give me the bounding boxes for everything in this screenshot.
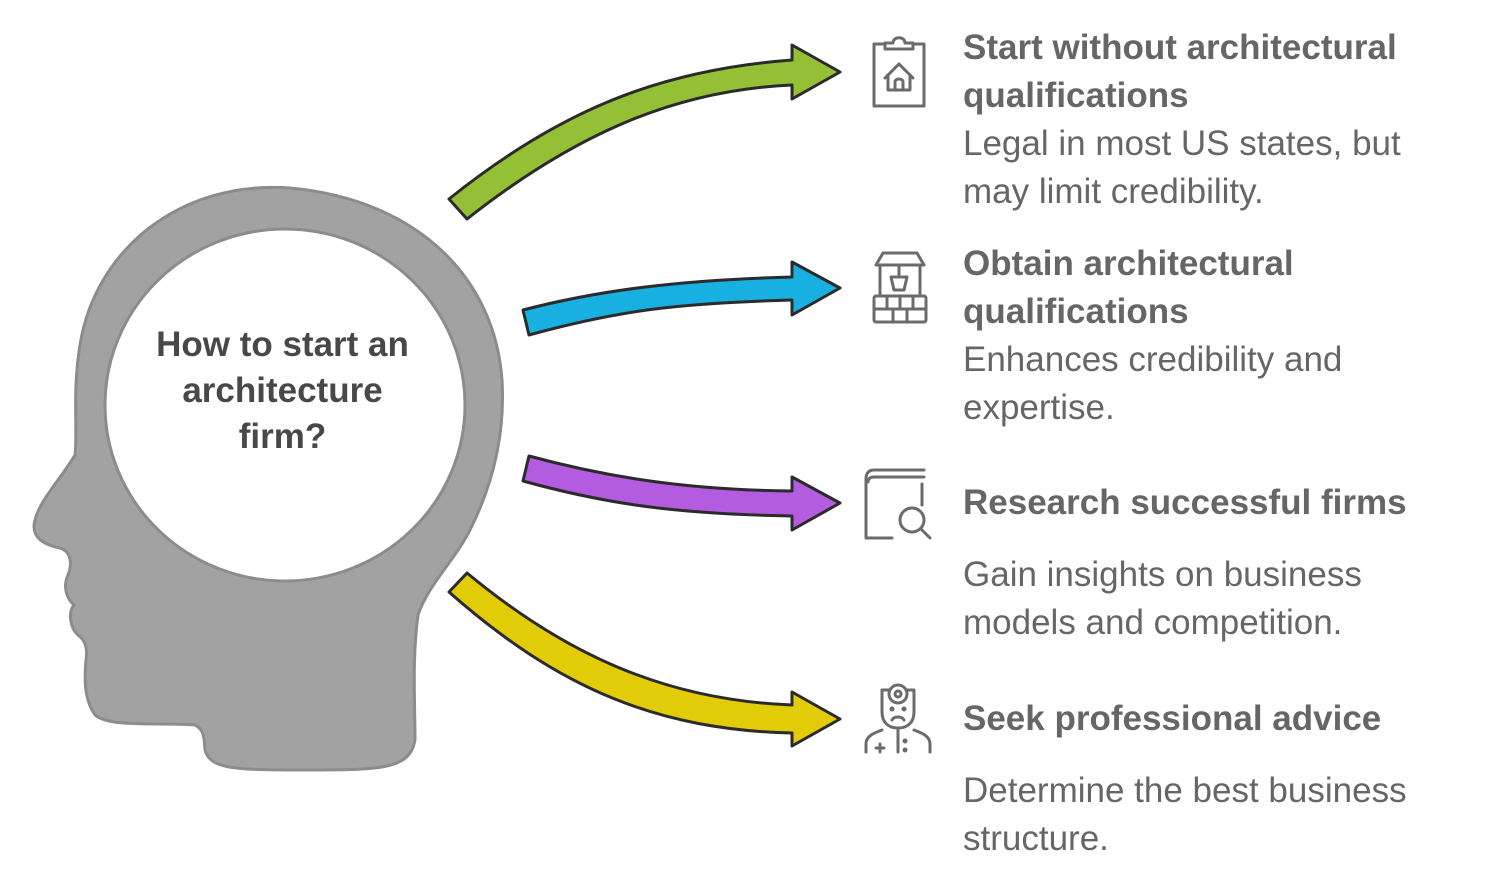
central-question: How to start an architecture firm? xyxy=(120,322,445,460)
arrow-4 xyxy=(447,571,842,748)
option-title-line: qualifications xyxy=(963,76,1189,115)
doctor-icon xyxy=(864,683,932,754)
clipboard-house-icon xyxy=(872,36,926,108)
option-description-line: Gain insights on business xyxy=(963,555,1362,594)
option-start-without-qualifications: Start without architectural qualificatio… xyxy=(963,24,1493,216)
option-title-line: Seek professional advice xyxy=(963,699,1382,738)
head-inner-circle xyxy=(103,227,467,583)
option-seek-advice: Seek professional advice Determine the b… xyxy=(963,695,1493,863)
option-title: Start without architectural qualificatio… xyxy=(963,24,1493,120)
option-description-line: Enhances credibility and xyxy=(963,340,1343,379)
option-title: Research successful firms xyxy=(963,479,1493,527)
option-title-line: Research successful firms xyxy=(963,483,1407,522)
option-description-line: models and competition. xyxy=(963,603,1343,642)
option-description-line: expertise. xyxy=(963,388,1115,427)
option-title: Seek professional advice xyxy=(963,695,1493,743)
option-title: Obtain architectural qualifications xyxy=(963,240,1493,336)
option-description-line: may limit credibility. xyxy=(963,172,1264,211)
option-title-line: qualifications xyxy=(963,292,1189,331)
central-question-line: architecture xyxy=(182,371,383,410)
arrow-2 xyxy=(521,260,842,337)
wishing-well-icon xyxy=(872,251,928,324)
arrow-1 xyxy=(447,43,842,221)
book-search-icon xyxy=(864,468,932,540)
option-description: Gain insights on business models and com… xyxy=(963,551,1493,647)
option-description: Legal in most US states, but may limit c… xyxy=(963,120,1493,216)
option-title-line: Start without architectural xyxy=(963,28,1397,67)
option-description: Determine the best business structure. xyxy=(963,767,1493,863)
central-question-line: How to start an xyxy=(156,325,409,364)
option-description-line: Legal in most US states, but xyxy=(963,124,1401,163)
option-research-firms: Research successful firms Gain insights … xyxy=(963,479,1493,647)
arrow-3 xyxy=(521,454,842,532)
option-description: Enhances credibility and expertise. xyxy=(963,336,1493,432)
option-description-line: structure. xyxy=(963,819,1109,858)
option-description-line: Determine the best business xyxy=(963,771,1407,810)
option-title-line: Obtain architectural xyxy=(963,244,1294,283)
central-question-line: firm? xyxy=(238,417,327,456)
option-obtain-qualifications: Obtain architectural qualifications Enha… xyxy=(963,240,1493,432)
